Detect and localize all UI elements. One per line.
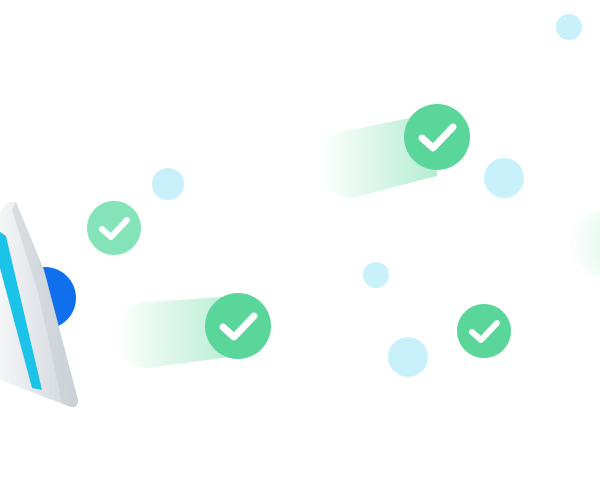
checkmark-icon [99,217,130,240]
megaphone-stripe [0,232,42,390]
checkmark-icon [404,104,470,170]
bubble [556,14,582,40]
check-with-trail-top [318,104,470,198]
checkmark-icon [457,304,511,358]
check-small-right [457,304,511,358]
bubble [152,168,184,200]
edge-blob [568,210,600,278]
megaphone-icon [0,201,78,408]
check-small-left [87,201,141,255]
check-with-trail-bottom [115,293,271,368]
checkmark-icon [469,320,500,343]
checkmark-icon [205,293,271,359]
checkmark-icon [87,201,141,255]
bubble [363,262,389,288]
bubble [484,158,524,198]
checkmark-icon [219,312,258,341]
bubble [388,337,428,377]
motion-trail [115,296,237,368]
megaphone-edge [12,202,78,408]
checkmark-icon [418,123,457,152]
